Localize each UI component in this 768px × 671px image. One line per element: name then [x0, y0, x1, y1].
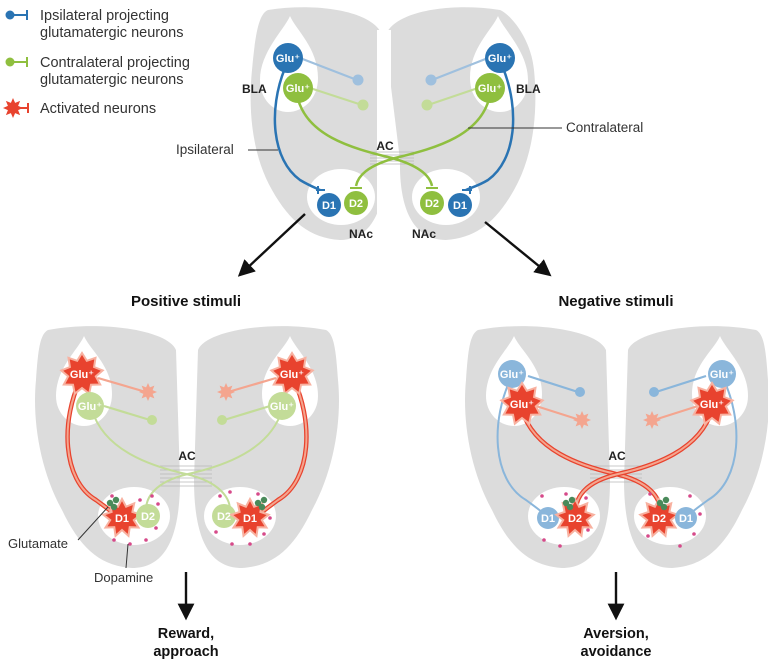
- right-d1-neuron: [448, 193, 472, 217]
- legend-activated: Activated neurons: [3, 98, 156, 118]
- activated-star-icon: [3, 98, 23, 118]
- right-nac-label: NAc: [412, 227, 436, 241]
- glu-label: Glu⁺: [510, 399, 534, 411]
- neg-left-contra-glu-activated: [499, 381, 545, 426]
- glutamate-callout: Glutamate: [8, 536, 68, 551]
- d1-label: D1: [679, 513, 693, 525]
- arrow-to-negative: [484, 221, 552, 277]
- glu-label: Glu⁺: [276, 53, 300, 65]
- aversion-avoidance-outcome: Aversion,avoidance: [581, 626, 652, 660]
- left-d1-neuron: [317, 193, 341, 217]
- contralateral-callout: Contralateral: [566, 120, 643, 135]
- glu-label: Glu⁺: [488, 53, 512, 65]
- negative-stimuli-heading: Negative stimuli: [558, 293, 673, 310]
- left-ipsilateral-axon: [273, 67, 321, 192]
- left-bla-label: BLA: [242, 82, 267, 96]
- d2-label: D2: [568, 513, 582, 525]
- glu-label: Glu⁺: [478, 83, 502, 95]
- glu-label: Glu⁺: [78, 401, 102, 413]
- glu-label: Glu⁺: [700, 399, 724, 411]
- d2-label: D2: [141, 511, 155, 523]
- d2-label: D2: [349, 198, 363, 210]
- legend-activated-text: Activated neurons: [40, 101, 156, 117]
- right-ipsi-glu-neuron: [485, 43, 515, 73]
- left-contralateral-axon: [295, 94, 434, 187]
- left-contra-glu-neuron: [283, 73, 313, 103]
- pos-right-ipsi-glu-activated: [269, 351, 315, 396]
- top-panel: Glu⁺ Glu⁺ Glu⁺ Glu⁺ D1 D2 D2 D1 BLA BLA …: [176, 7, 643, 241]
- glu-label: Glu⁺: [500, 369, 524, 381]
- arrow-to-positive: [237, 213, 306, 277]
- top-ac-label: AC: [376, 139, 394, 153]
- left-d2-neuron: [344, 191, 368, 215]
- ipsilateral-callout: Ipsilateral: [176, 142, 234, 157]
- pos-ac-label: AC: [178, 449, 196, 463]
- d2-label: D2: [217, 511, 231, 523]
- right-contralateral-axon: [354, 94, 492, 187]
- reward-approach-outcome: Reward,approach: [153, 626, 218, 660]
- left-ipsi-glu-neuron: [273, 43, 303, 73]
- glu-label: Glu⁺: [286, 83, 310, 95]
- glu-label: Glu⁺: [70, 369, 94, 381]
- left-nac-label: NAc: [349, 227, 373, 241]
- right-contra-glu-neuron: [475, 73, 505, 103]
- d2-label: D2: [652, 513, 666, 525]
- right-ipsilateral-axon: [465, 67, 515, 192]
- positive-stimuli-heading: Positive stimuli: [131, 293, 241, 310]
- neg-right-contra-glu-activated: [689, 381, 735, 426]
- d2-label: D2: [425, 198, 439, 210]
- glutamate-clusters: [106, 496, 268, 511]
- d1-label: D1: [453, 200, 467, 212]
- negative-panel: Glu⁺ Glu⁺ Glu⁺ Glu⁺ D1 D2 D2 D1 AC: [465, 326, 768, 568]
- dopamine-callout: Dopamine: [94, 570, 153, 585]
- dopamine-dots: [106, 490, 272, 546]
- neg-left-d2-activated: [554, 496, 596, 538]
- glu-label: Glu⁺: [270, 401, 294, 413]
- d1-label: D1: [541, 513, 555, 525]
- d1-label: D1: [243, 513, 257, 525]
- glu-label: Glu⁺: [710, 369, 734, 381]
- glu-label: Glu⁺: [280, 369, 304, 381]
- neg-right-d2-activated: [638, 496, 680, 538]
- right-d2-neuron: [420, 191, 444, 215]
- pos-left-ipsi-glu-activated: [59, 351, 105, 396]
- right-bla-label: BLA: [516, 82, 541, 96]
- neg-ac-label: AC: [608, 449, 626, 463]
- positive-panel: Glu⁺ Glu⁺ Glu⁺ Glu⁺ D1 D2 D2 D1 AC: [8, 326, 339, 585]
- d1-label: D1: [115, 513, 129, 525]
- d1-label: D1: [322, 200, 336, 212]
